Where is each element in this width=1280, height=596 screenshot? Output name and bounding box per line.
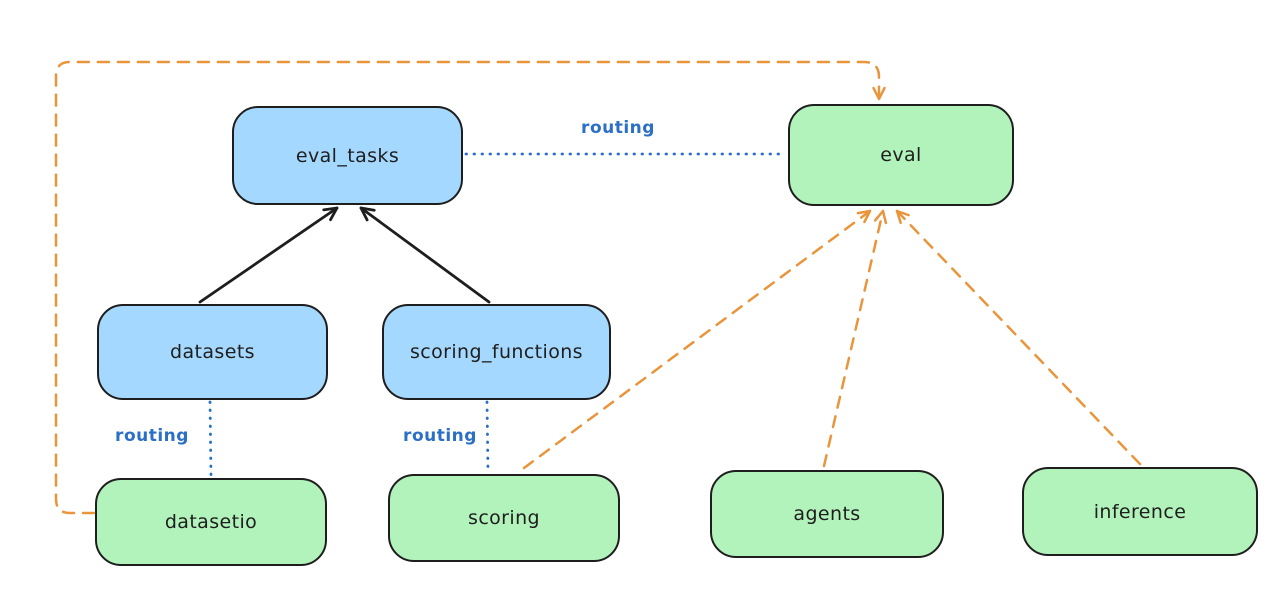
node-scoring: scoring [388,474,620,562]
node-label: datasetio [164,511,258,533]
node-eval-tasks: eval_tasks [232,106,463,205]
node-label: datasets [170,341,255,363]
node-agents: agents [710,470,944,558]
edge-agents-to-eval [822,209,888,468]
edge-datasets-to-eval-tasks [198,206,339,304]
node-label: scoring_functions [410,341,583,363]
node-label: scoring [468,507,540,529]
node-label: eval [880,144,922,166]
edge-inference-to-eval [895,209,1142,466]
node-label: eval_tasks [295,144,400,167]
node-label: inference [1093,500,1187,523]
node-eval: eval [788,104,1014,206]
edge-label-routing-scoring-functions-scoring: routing [403,426,477,446]
node-label: agents [793,503,861,525]
node-inference: inference [1022,467,1258,556]
edge-label-routing-eval-tasks-eval: routing [581,118,655,138]
edge-datasets-to-datasetio-routing [208,400,213,478]
node-datasetio: datasetio [95,478,327,566]
node-datasets: datasets [97,304,328,400]
edge-scoring-functions-to-eval-tasks [359,206,491,304]
edge-label-routing-datasets-datasetio: routing [115,426,189,446]
node-scoring-functions: scoring_functions [382,304,611,400]
edge-scoring-functions-to-scoring-routing [485,400,490,474]
